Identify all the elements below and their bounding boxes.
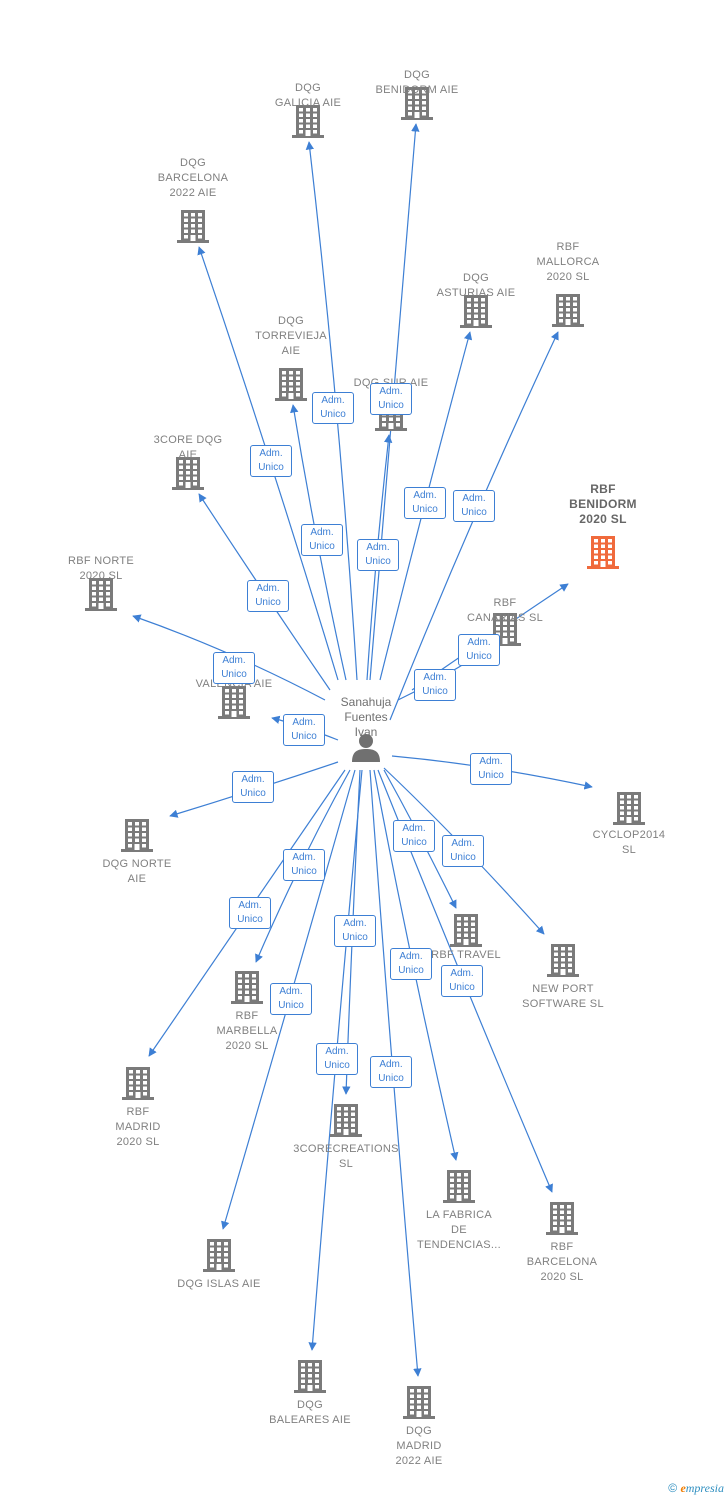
building-icon [203, 1239, 235, 1272]
company-name: RBF BENIDORM 2020 SL [569, 482, 637, 526]
building-icon [85, 578, 117, 611]
company-name: DQG BENIDORM AIE [375, 69, 459, 96]
role-badge-dqg-asturias[interactable]: Adm. Unico [404, 487, 446, 519]
company-name: NEW PORT SOFTWARE SL [522, 983, 604, 1010]
building-icon [122, 1067, 154, 1100]
company-name: RBF MADRID 2020 SL [115, 1106, 161, 1148]
company-name: DQG GALICIA AIE [274, 82, 342, 109]
company-name: DQG TORREVIEJA AIE [255, 315, 327, 357]
company-name: RBF CANARIAS SL [466, 597, 544, 624]
empresia-logo[interactable]: empresia [680, 1481, 724, 1495]
company-name: RBF MARBELLA 2020 SL [216, 1010, 278, 1052]
role-badge-dqg-galicia[interactable]: Adm. Unico [312, 392, 354, 424]
company-name: DQG MADRID 2022 AIE [395, 1425, 443, 1467]
role-badge-rbf-canarias[interactable]: Adm. Unico [414, 669, 456, 701]
person-icon [352, 734, 380, 762]
company-name: DQG ISLAS AIE [177, 1278, 261, 1290]
role-badge-3core-dqg[interactable]: Adm. Unico [247, 580, 289, 612]
building-icon [121, 819, 153, 852]
company-name: 3CORECREATIONS SL [293, 1143, 399, 1170]
role-badge-rbf-norte[interactable]: Adm. Unico [213, 652, 255, 684]
company-name: RBF MALLORCA 2020 SL [536, 241, 600, 283]
role-badge-3corecreations[interactable]: Adm. Unico [334, 915, 376, 947]
building-icon [401, 87, 433, 120]
role-badge-dqg-baleares[interactable]: Adm. Unico [316, 1043, 358, 1075]
building-icon [552, 294, 584, 327]
role-badge-dqg-madrid-2022[interactable]: Adm. Unico [370, 1056, 412, 1088]
role-badge-dqg-sur[interactable]: Adm. Unico [357, 539, 399, 571]
building-icon [546, 1202, 578, 1235]
building-icon [489, 613, 521, 646]
company-name: LA FABRICA DE TENDENCIAS... [417, 1209, 501, 1251]
building-icon [231, 971, 263, 1004]
person-name: Sanahuja Fuentes Ivan [340, 695, 392, 739]
role-badge-dqg-barcelona-2022[interactable]: Adm. Unico [250, 445, 292, 477]
building-icon [218, 686, 250, 719]
role-badge-new-port[interactable]: Adm. Unico [442, 835, 484, 867]
company-name: DQG NORTE AIE [102, 858, 172, 885]
role-badge-rbf-madrid[interactable]: Adm. Unico [229, 897, 271, 929]
role-badge-rbf-barcelona[interactable]: Adm. Unico [441, 965, 483, 997]
building-icon [403, 1386, 435, 1419]
role-badge-rbf-mallorca[interactable]: Adm. Unico [453, 490, 495, 522]
company-name: 3CORE DQG AIE [153, 434, 223, 461]
edge-rbf-mallorca [389, 331, 559, 721]
role-badge-dqg-norte[interactable]: Adm. Unico [232, 771, 274, 803]
role-badge-dqg-torrevieja[interactable]: Adm. Unico [301, 524, 343, 556]
building-icon [460, 295, 492, 328]
company-name: RBF NORTE 2020 SL [67, 555, 135, 582]
role-badge-rbf-marbella[interactable]: Adm. Unico [283, 849, 325, 881]
company-name: CYCLOP2014 SL [592, 829, 666, 856]
company-name: DQG BARCELONA 2022 AIE [157, 157, 229, 199]
role-badge-dqg-benidorm[interactable]: Adm. Unico [370, 383, 412, 415]
role-badge-rbf-benidorm[interactable]: Adm. Unico [458, 634, 500, 666]
building-icon [587, 536, 619, 569]
company-name: RBF BARCELONA 2020 SL [526, 1241, 598, 1283]
building-icon [450, 914, 482, 947]
role-badge-cyclop2014[interactable]: Adm. Unico [470, 753, 512, 785]
building-icon [292, 105, 324, 138]
company-name: DQG ASTURIAS AIE [436, 272, 516, 299]
building-icon [613, 792, 645, 825]
role-badge-dqg-islas[interactable]: Adm. Unico [270, 983, 312, 1015]
company-name: RBF TRAVEL [431, 949, 501, 961]
building-icon [172, 457, 204, 490]
footer-credit: © empresia [668, 1481, 724, 1496]
company-name: DQG BALEARES AIE [269, 1399, 351, 1426]
building-icon [177, 210, 209, 243]
role-badge-la-fabrica[interactable]: Adm. Unico [390, 948, 432, 980]
copyright-symbol: © [668, 1481, 678, 1495]
building-icon [547, 944, 579, 977]
building-icon [330, 1104, 362, 1137]
building-icon [294, 1360, 326, 1393]
building-icon [443, 1170, 475, 1203]
building-icon [275, 368, 307, 401]
role-badge-dqg-valencia[interactable]: Adm. Unico [283, 714, 325, 746]
role-badge-rbf-travel[interactable]: Adm. Unico [393, 820, 435, 852]
